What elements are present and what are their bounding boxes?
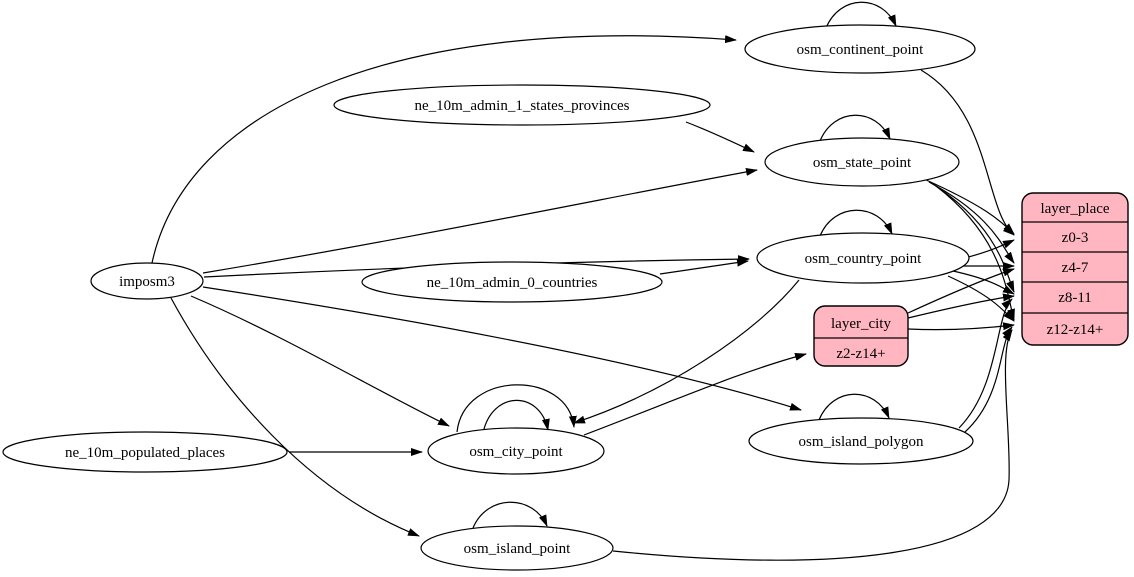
layer_place-row-z12-z14: z12-z14+ bbox=[1047, 322, 1104, 338]
selfloop-osm_country_point bbox=[819, 209, 893, 237]
node-osm_continent_point: osm_continent_point bbox=[744, 24, 976, 74]
layer_place-title: layer_place bbox=[1040, 201, 1109, 217]
node-osm_state_point: osm_state_point bbox=[764, 137, 960, 187]
selfloop-osm_city_point-outer bbox=[456, 384, 577, 433]
selfloop-osm_state_point bbox=[819, 114, 891, 142]
layer_city-title: layer_city bbox=[831, 316, 891, 332]
edge-layer_city-layer_place-z12-z14 bbox=[907, 322, 1015, 331]
node-ne_10m_admin_1_states_provinces: ne_10m_admin_1_states_provinces bbox=[333, 84, 711, 126]
node-imposm3: imposm3 bbox=[90, 262, 204, 300]
edge-group bbox=[151, 1, 1015, 561]
ne_10m_admin_1_states_provinces-label: ne_10m_admin_1_states_provinces bbox=[415, 98, 630, 114]
osm_island_point-shape bbox=[420, 525, 614, 571]
layer_place-row-z4-7: z4-7 bbox=[1062, 260, 1089, 276]
selfloop-osm_city_point-inner bbox=[482, 399, 550, 434]
layer_place-box bbox=[1021, 192, 1129, 346]
node-osm_island_polygon: osm_island_polygon bbox=[748, 417, 974, 465]
node-ne_10m_populated_places: ne_10m_populated_places bbox=[2, 431, 288, 473]
edge-imposm3-osm_island_polygon bbox=[202, 286, 802, 411]
ne_10m_populated_places-label: ne_10m_populated_places bbox=[65, 445, 225, 461]
layer_place-row-z0-3: z0-3 bbox=[1062, 230, 1089, 246]
selfloop-osm_island_polygon bbox=[818, 393, 890, 421]
ne_10m_admin_1_states_provinces-shape bbox=[333, 84, 711, 126]
edge-layer_city-layer_place-z4-7 bbox=[907, 268, 1015, 314]
selfloop-osm_island_point bbox=[472, 501, 548, 529]
imposm3-label: imposm3 bbox=[119, 274, 175, 290]
node-osm_island_point: osm_island_point bbox=[420, 525, 614, 571]
edge-imposm3-osm_island_point bbox=[170, 297, 420, 537]
edge-osm_continent_point-layer_place-z0-3 bbox=[920, 69, 1015, 236]
node-layer_city: layer_city z2-z14+ bbox=[813, 305, 909, 367]
node-osm_city_point: osm_city_point bbox=[427, 427, 605, 475]
edge-layer_city-layer_place-z8-11 bbox=[907, 293, 1015, 319]
edge-osm_island_point-layer_place-z12-z14 bbox=[612, 329, 1013, 561]
edge-imposm3-osm_state_point bbox=[202, 168, 758, 274]
edge-osm_island_polygon-layer_place-z8-11 bbox=[958, 298, 1013, 429]
edge-imposm3-osm_city_point bbox=[190, 295, 450, 427]
osm_island_polygon-shape bbox=[748, 417, 974, 465]
osm_country_point-shape bbox=[756, 232, 970, 284]
osm_city_point-shape bbox=[427, 427, 605, 475]
layer_city-box bbox=[813, 305, 909, 367]
edge-ne_10m_admin_1_states_provinces-osm_state_point bbox=[685, 121, 755, 153]
osm_country_point-label: osm_country_point bbox=[805, 251, 922, 267]
imposm3-shape bbox=[90, 262, 204, 300]
edge-osm_city_point-layer_city-z2-z14 bbox=[583, 352, 807, 436]
edge-osm_state_point-layer_place-z8-11 bbox=[932, 183, 1015, 293]
edge-osm_country_point-layer_place-z12-z14 bbox=[947, 275, 1015, 322]
edge-osm_island_polygon-layer_place-z12-z14 bbox=[964, 326, 1013, 433]
osm_continent_point-shape bbox=[744, 24, 976, 74]
osm_island_point-label: osm_island_point bbox=[464, 541, 572, 557]
ne_10m_populated_places-shape bbox=[2, 431, 288, 473]
selfloop-osm_continent_point bbox=[825, 1, 897, 29]
node-osm_country_point: osm_country_point bbox=[756, 232, 970, 284]
edge-osm_state_point-layer_place-z12-z14 bbox=[935, 185, 1015, 321]
edge-osm_state_point-layer_place-z4-7 bbox=[928, 181, 1015, 264]
node-layer_place: layer_place z0-3 z4-7 z8-11 z12-z14+ bbox=[1021, 192, 1129, 346]
osm_continent_point-label: osm_continent_point bbox=[797, 42, 924, 58]
edge-osm_country_point-layer_place-z8-11 bbox=[952, 270, 1015, 295]
osm_state_point-shape bbox=[764, 137, 960, 187]
edge-osm_country_point-osm_city_point bbox=[573, 279, 800, 424]
layer_city-row-z2-z14: z2-z14+ bbox=[836, 346, 885, 362]
edge-osm_state_point-layer_place-z0-3 bbox=[923, 178, 1015, 235]
osm_state_point-label: osm_state_point bbox=[813, 155, 912, 171]
edge-imposm3-osm_continent_point bbox=[151, 35, 737, 264]
node-ne_10m_admin_0_countries: ne_10m_admin_0_countries bbox=[361, 261, 663, 303]
osm_city_point-label: osm_city_point bbox=[469, 444, 563, 460]
ne_10m_admin_0_countries-shape bbox=[361, 261, 663, 303]
edge-ne_10m_admin_0_countries-osm_country_point bbox=[659, 258, 749, 275]
osm_island_polygon-label: osm_island_polygon bbox=[798, 434, 924, 450]
ne_10m_admin_0_countries-label: ne_10m_admin_0_countries bbox=[427, 275, 598, 291]
layer_place-row-z8-11: z8-11 bbox=[1058, 290, 1092, 306]
